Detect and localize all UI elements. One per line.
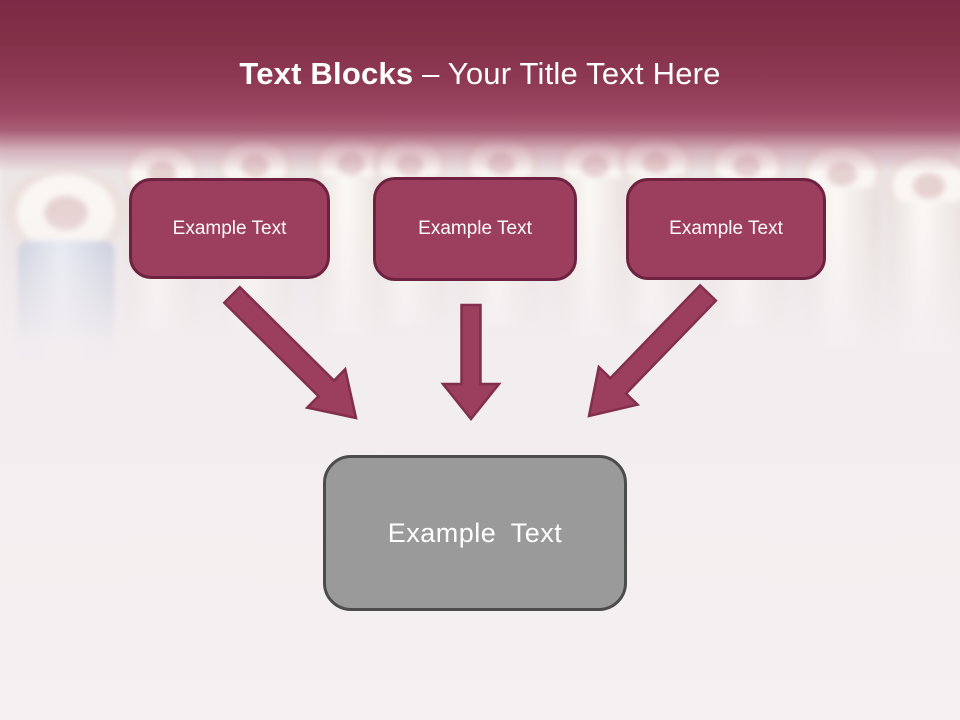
result-block-label: Example Text — [387, 517, 563, 548]
title-topic: Text Blocks — [239, 56, 414, 91]
text-block-1-label: Example Text — [172, 217, 287, 239]
text-block-2-label: Example Text — [418, 218, 532, 239]
title-subtitle: – Your Title Text Here — [413, 56, 721, 91]
text-block-3-label: Example Text — [669, 218, 783, 239]
arrow-down-left-icon — [587, 283, 718, 418]
arrow-down-icon — [440, 303, 502, 422]
title-band — [0, 0, 960, 180]
text-block-3: Example Text — [626, 178, 826, 280]
slide-title: Text Blocks – Your Title Text Here — [0, 56, 960, 92]
arrow-down-right-icon — [222, 285, 358, 420]
text-block-1: Example Text — [129, 178, 330, 279]
text-block-2: Example Text — [373, 177, 577, 281]
result-block: Example Text — [323, 455, 627, 611]
